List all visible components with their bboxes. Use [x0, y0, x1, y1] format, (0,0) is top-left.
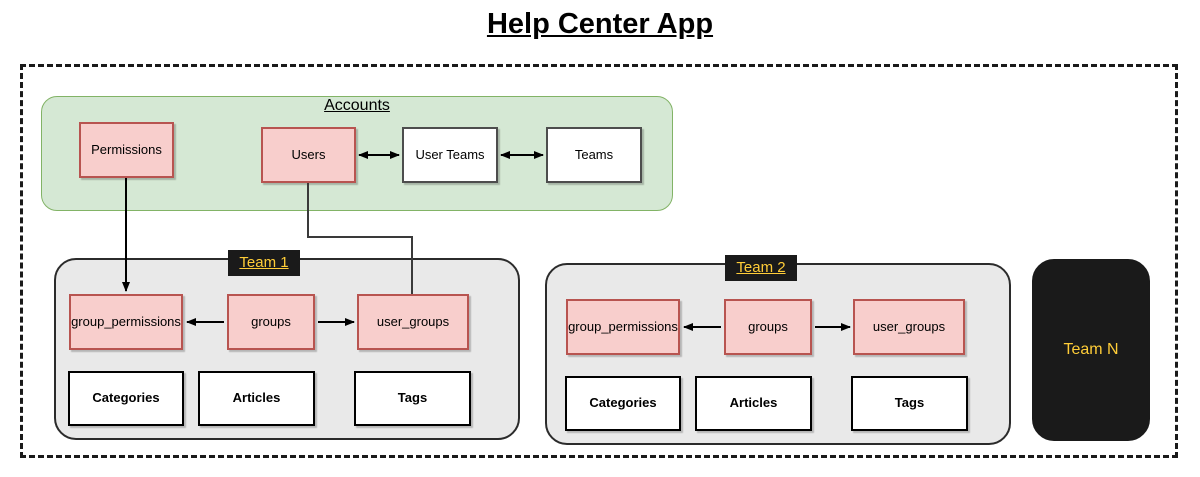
- team-2-node-groups[interactable]: groups: [724, 299, 812, 355]
- team-1-node-tags[interactable]: Tags: [354, 371, 471, 426]
- node-permissions-label: Permissions: [91, 141, 162, 157]
- team-1-node-tags-label: Tags: [397, 390, 428, 406]
- team-n-label: Team N: [1063, 341, 1119, 358]
- accounts-group-label: Accounts: [324, 97, 390, 114]
- team-2-node-tags-label: Tags: [894, 395, 925, 411]
- team-2-node-categories[interactable]: Categories: [565, 376, 681, 431]
- team-2-node-group-permissions[interactable]: group_permissions: [566, 299, 680, 355]
- team-2-badge: Team 2: [725, 255, 797, 281]
- team-2-node-categories-label: Categories: [589, 395, 657, 411]
- team-1-node-groups-label: groups: [251, 313, 291, 329]
- team-1-node-group-permissions-label: group_permissions: [71, 313, 181, 329]
- node-users[interactable]: Users: [261, 127, 356, 183]
- app-boundary-frame: [20, 64, 1178, 458]
- team-1-node-group-permissions[interactable]: group_permissions: [69, 294, 183, 350]
- node-teams[interactable]: Teams: [546, 127, 642, 183]
- team-2-node-articles[interactable]: Articles: [695, 376, 812, 431]
- team-2-node-user-groups-label: user_groups: [872, 318, 946, 334]
- team-1-node-groups[interactable]: groups: [227, 294, 315, 350]
- node-permissions[interactable]: Permissions: [79, 122, 174, 178]
- team-1-node-user-groups-label: user_groups: [376, 313, 450, 329]
- team-2-node-user-groups[interactable]: user_groups: [853, 299, 965, 355]
- team-2-node-group-permissions-label: group_permissions: [568, 318, 678, 334]
- team-1-node-user-groups[interactable]: user_groups: [357, 294, 469, 350]
- team-1-badge: Team 1: [228, 250, 300, 276]
- team-2-node-groups-label: groups: [748, 318, 788, 334]
- node-teams-label: Teams: [574, 146, 614, 162]
- team-2-node-tags[interactable]: Tags: [851, 376, 968, 431]
- team-1-node-articles-label: Articles: [232, 390, 281, 406]
- team-1-node-articles[interactable]: Articles: [198, 371, 315, 426]
- node-user-teams-label: User Teams: [415, 146, 485, 162]
- team-1-node-categories[interactable]: Categories: [68, 371, 184, 426]
- team-n-container[interactable]: Team N: [1032, 259, 1150, 441]
- page-title: Help Center App: [486, 8, 714, 40]
- team-1-node-categories-label: Categories: [92, 390, 160, 406]
- node-user-teams[interactable]: User Teams: [402, 127, 498, 183]
- team-2-node-articles-label: Articles: [729, 395, 778, 411]
- node-users-label: Users: [291, 146, 326, 162]
